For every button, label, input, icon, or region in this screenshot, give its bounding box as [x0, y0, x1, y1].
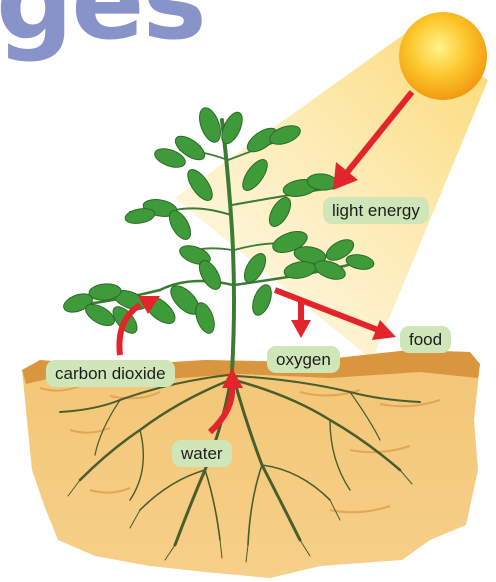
label-oxygen: oxygen	[267, 346, 340, 373]
sun	[399, 12, 487, 100]
label-water: water	[172, 440, 232, 467]
label-light-energy: light energy	[323, 197, 429, 224]
label-carbon-dioxide: carbon dioxide	[46, 360, 175, 387]
label-food: food	[400, 326, 451, 353]
page-heading: ges	[0, 0, 205, 56]
